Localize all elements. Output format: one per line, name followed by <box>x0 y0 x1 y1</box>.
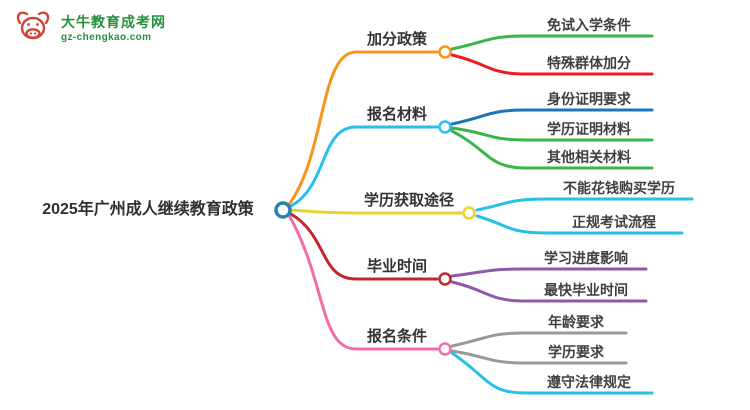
leaf-label-exam-free-admission: 免试入学条件 <box>547 17 631 33</box>
registration-conditions-node-circle <box>438 342 452 356</box>
site-logo: 大牛教育成考网 gz-chengkao.com <box>10 6 166 52</box>
leaf-label-education-requirement: 学历要求 <box>548 344 604 360</box>
link-registration-conditions-to-legal-compliance <box>450 351 654 395</box>
logo-text: 大牛教育成考网 gz-chengkao.com <box>61 14 166 44</box>
graduation-time-node-circle <box>438 272 452 286</box>
logo-title: 大牛教育成考网 <box>61 14 166 30</box>
leaf-label-formal-exam-process: 正规考试流程 <box>572 214 656 230</box>
link-root-to-bonus-policy <box>288 50 439 205</box>
bonus-policy-node-circle <box>438 45 452 59</box>
link-registration-materials-to-other-materials <box>450 129 654 170</box>
logo-subtitle: gz-chengkao.com <box>61 31 152 43</box>
education-pathway-node-circle <box>462 206 476 220</box>
branch-label-graduation-time: 毕业时间 <box>366 258 427 275</box>
leaf-label-special-group-bonus: 特殊群体加分 <box>547 55 631 71</box>
link-root-to-graduation-time <box>289 212 439 281</box>
leaf-label-fastest-graduation: 最快毕业时间 <box>544 282 628 298</box>
leaf-label-identity-proof: 身份证明要求 <box>547 91 631 107</box>
branch-label-registration-conditions: 报名条件 <box>366 328 427 345</box>
leaf-label-education-proof: 学历证明材料 <box>547 121 631 137</box>
branch-label-registration-materials: 报名材料 <box>366 106 427 123</box>
leaf-label-other-materials: 其他相关材料 <box>547 149 631 165</box>
bull-icon <box>16 11 50 40</box>
link-registration-materials-to-identity-proof <box>450 108 654 126</box>
link-root-to-registration-conditions <box>288 215 439 351</box>
leaf-label-age-requirement: 年龄要求 <box>548 314 604 330</box>
branch-label-education-pathway: 学历获取途径 <box>363 192 454 209</box>
leaf-label-study-progress-impact: 学习进度影响 <box>544 250 628 266</box>
link-registration-conditions-to-education-requirement <box>450 349 628 365</box>
link-bonus-policy-to-exam-free-admission <box>450 34 654 51</box>
link-root-to-education-pathway <box>290 208 463 215</box>
leaf-label-legal-compliance: 遵守法律规定 <box>547 374 631 390</box>
link-registration-conditions-to-age-requirement <box>450 331 628 348</box>
root-node-circle <box>274 201 292 219</box>
link-graduation-time-to-fastest-graduation <box>450 280 648 303</box>
branch-label-bonus-policy: 加分政策 <box>366 31 427 48</box>
link-bonus-policy-to-special-group-bonus <box>450 53 654 76</box>
registration-materials-node-circle <box>438 120 452 134</box>
root-label: 2025年广州成人继续教育政策 <box>42 201 254 218</box>
link-root-to-registration-materials <box>289 125 439 208</box>
leaf-label-no-buying-diploma: 不能花钱购买学历 <box>563 180 675 196</box>
link-education-pathway-to-formal-exam-process <box>475 214 684 235</box>
link-graduation-time-to-study-progress-impact <box>450 267 648 278</box>
link-registration-materials-to-education-proof <box>450 126 654 142</box>
link-education-pathway-to-no-buying-diploma <box>475 197 694 212</box>
